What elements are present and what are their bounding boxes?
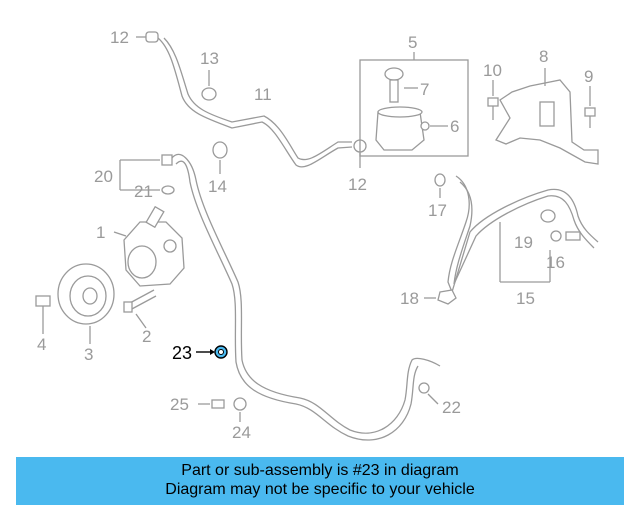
clamp-part-17 <box>434 173 446 198</box>
label-part-21: 21 <box>134 182 153 201</box>
bolt-part-9 <box>584 86 596 128</box>
pressure-line <box>171 153 441 434</box>
label-part-16: 16 <box>546 253 565 272</box>
highlighted-part-23 <box>196 345 228 359</box>
label-part-22: 22 <box>442 398 461 417</box>
label-part-17: 17 <box>428 201 447 220</box>
label-part-4: 4 <box>37 335 46 354</box>
label-part-12-mid: 12 <box>348 175 367 194</box>
clamp-part-24 <box>233 397 247 422</box>
bracket-part-15 <box>499 209 581 283</box>
bolt-part-2 <box>123 289 157 329</box>
label-part-14: 14 <box>208 177 227 196</box>
label-part-19: 19 <box>514 233 533 252</box>
label-part-24: 24 <box>232 423 251 442</box>
cooler-line <box>447 175 599 294</box>
label-part-10: 10 <box>483 61 502 80</box>
label-part-20: 20 <box>94 167 113 186</box>
parts-diagram: 12 13 11 5 7 6 8 10 9 12 14 20 21 17 19 … <box>35 28 599 442</box>
label-part-8: 8 <box>539 47 548 66</box>
pump-part-1 <box>113 205 185 287</box>
bracket-part-8 <box>495 68 599 165</box>
fitting-part-20 <box>119 154 175 195</box>
banner-line-2: Diagram may not be specific to your vehi… <box>165 481 475 498</box>
label-part-5: 5 <box>408 33 417 52</box>
label-part-25: 25 <box>170 395 189 414</box>
label-part-23: 23 <box>172 343 192 363</box>
info-banner: Part or sub-assembly is #23 in diagram D… <box>16 457 624 505</box>
bolt-part-4 <box>35 295 51 334</box>
return-line-upper <box>157 37 353 168</box>
label-part-18: 18 <box>400 289 419 308</box>
label-part-3: 3 <box>84 345 93 364</box>
pressure-line-inner <box>175 160 419 441</box>
label-part-15: 15 <box>516 289 535 308</box>
label-part-12-top: 12 <box>110 28 129 47</box>
clamp-part-14 <box>212 141 228 174</box>
label-part-11: 11 <box>254 85 272 104</box>
label-part-7: 7 <box>420 80 429 99</box>
bolt-part-25 <box>198 399 225 409</box>
banner-line-1: Part or sub-assembly is #23 in diagram <box>181 462 459 479</box>
label-part-6: 6 <box>450 117 459 136</box>
return-line-upper-inner <box>163 37 352 161</box>
bolt-part-10 <box>487 80 499 120</box>
nut-part-18 <box>424 289 457 305</box>
label-part-1: 1 <box>96 223 105 242</box>
cooler-line-inner <box>453 181 595 285</box>
pulley-part-3 <box>57 263 115 344</box>
reservoir-assembly <box>359 52 469 157</box>
clamp-part-12-top <box>136 31 159 43</box>
label-part-2: 2 <box>142 327 151 346</box>
label-part-9: 9 <box>584 67 593 86</box>
clamp-part-13 <box>201 70 217 101</box>
clamp-part-22 <box>418 382 439 405</box>
label-part-13: 13 <box>200 49 219 68</box>
